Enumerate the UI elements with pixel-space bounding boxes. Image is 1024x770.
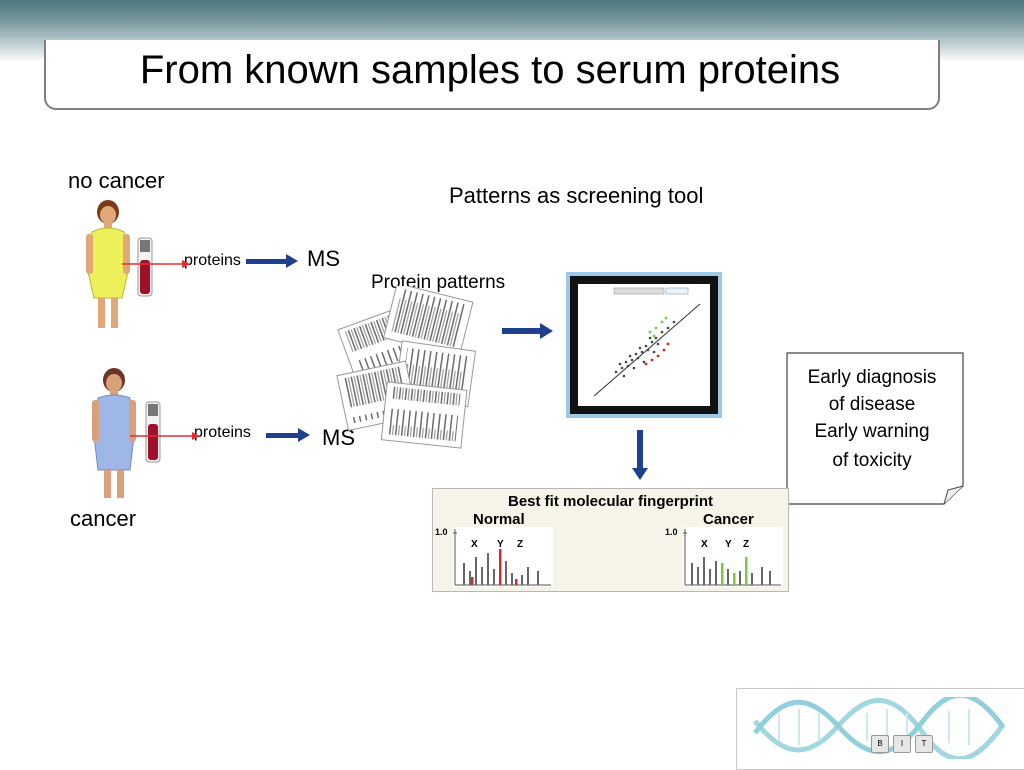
fingerprint-cancer-ytick: 1.0 — [665, 527, 678, 537]
ms-label-top: MS — [307, 246, 340, 271]
cancer-spectrum-bars — [683, 529, 781, 586]
arrow-plot-to-fingerprint — [632, 430, 648, 480]
peak-label-x-normal: X — [471, 539, 478, 550]
peak-label-y-cancer: Y — [725, 539, 732, 550]
arrow-proteins-to-ms-bottom — [266, 428, 310, 442]
peak-label-z-normal: Z — [517, 539, 524, 550]
arrow-patterns-to-plot — [502, 323, 553, 339]
note-text: Early diagnosis of disease Early warning… — [786, 364, 958, 474]
logo-letter-t: T — [915, 735, 933, 753]
woman-no-cancer-icon — [86, 200, 153, 328]
note-line: Early warning — [814, 421, 930, 442]
slide-title: From known samples to serum proteins — [139, 48, 841, 92]
fingerprint-cancer-label: Cancer — [703, 511, 754, 528]
title-frame — [44, 40, 940, 110]
arrow-proteins-to-ms-top — [246, 254, 298, 268]
logo-letter-b: B — [871, 735, 889, 753]
woman-cancer-icon — [92, 368, 161, 498]
protein-patterns-stack-icon — [336, 286, 477, 449]
peak-label-y-normal: Y — [497, 539, 504, 550]
scatter-plot-image — [566, 272, 722, 418]
fingerprint-title: Best fit molecular fingerprint — [507, 493, 714, 510]
no-cancer-label: no cancer — [68, 168, 165, 193]
note-line: of toxicity — [832, 450, 912, 471]
fingerprint-panel: Best fit molecular fingerprint Normal Ca… — [432, 488, 789, 592]
fingerprint-normal-ytick: 1.0 — [435, 527, 448, 537]
bit-logo: B I T — [736, 688, 1024, 770]
note-line: Early diagnosis — [807, 367, 937, 388]
normal-spectrum-bars — [453, 529, 551, 586]
peak-label-z-cancer: Z — [743, 539, 750, 550]
logo-letter-i: I — [893, 735, 911, 753]
note-page — [786, 352, 964, 505]
note-line: of disease — [828, 394, 916, 415]
proteins-label-top: proteins — [184, 252, 241, 269]
fingerprint-normal-label: Normal — [473, 511, 525, 528]
red-connector-bottom — [130, 432, 200, 440]
proteins-label-bottom: proteins — [194, 424, 251, 441]
peak-label-x-cancer: X — [701, 539, 708, 550]
cancer-label: cancer — [70, 506, 137, 531]
red-connector-top — [122, 260, 190, 268]
screening-tool-label: Patterns as screening tool — [449, 183, 704, 208]
